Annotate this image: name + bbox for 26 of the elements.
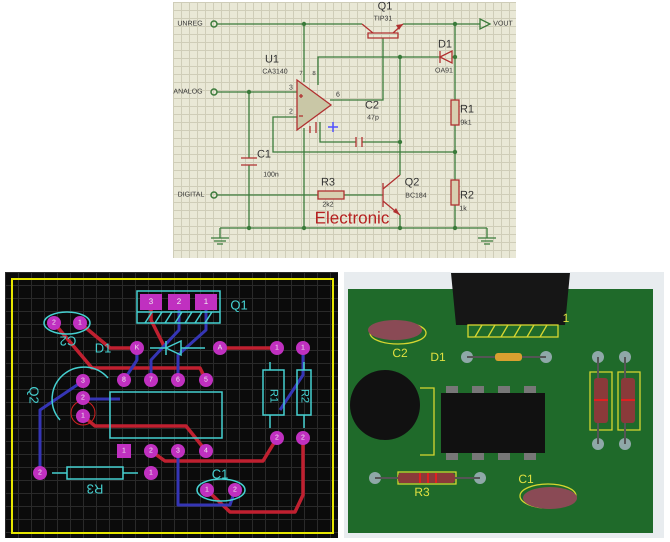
component-label: R2 [460, 190, 474, 202]
pad-number: 3 [148, 298, 154, 306]
pad-number: 2 [176, 298, 182, 306]
silkscreen-label: R3 [414, 486, 430, 498]
silkscreen-label: R1 [268, 388, 278, 404]
silkscreen-label: C1 [518, 473, 534, 485]
silkscreen-label: D1 [94, 342, 112, 354]
silkscreen-label: C2 [392, 347, 408, 359]
component-label: D1 [438, 40, 452, 50]
component-label: Q2 [404, 178, 420, 188]
silkscreen-label: Q1 [230, 298, 248, 312]
silkscreen-label: C2 [60, 334, 76, 348]
component-label: Q1 [378, 2, 392, 12]
silkscreen-label: Q2 [28, 386, 40, 404]
pad-number: 1 [204, 298, 208, 306]
silkscreen-label: R3 [86, 482, 104, 496]
overlay-text: Electronic [314, 210, 390, 226]
component-label: R1 [460, 104, 474, 116]
component-label: C2 [364, 100, 380, 112]
component-label: R3 [320, 178, 336, 188]
component-label: C1 [256, 150, 272, 160]
silkscreen-label: C1 [212, 468, 228, 480]
component-label: U1 [264, 54, 280, 66]
silkscreen-label: 1 [562, 312, 570, 324]
silkscreen-label: R2 [298, 388, 310, 404]
silkscreen-label: D1 [430, 351, 446, 363]
